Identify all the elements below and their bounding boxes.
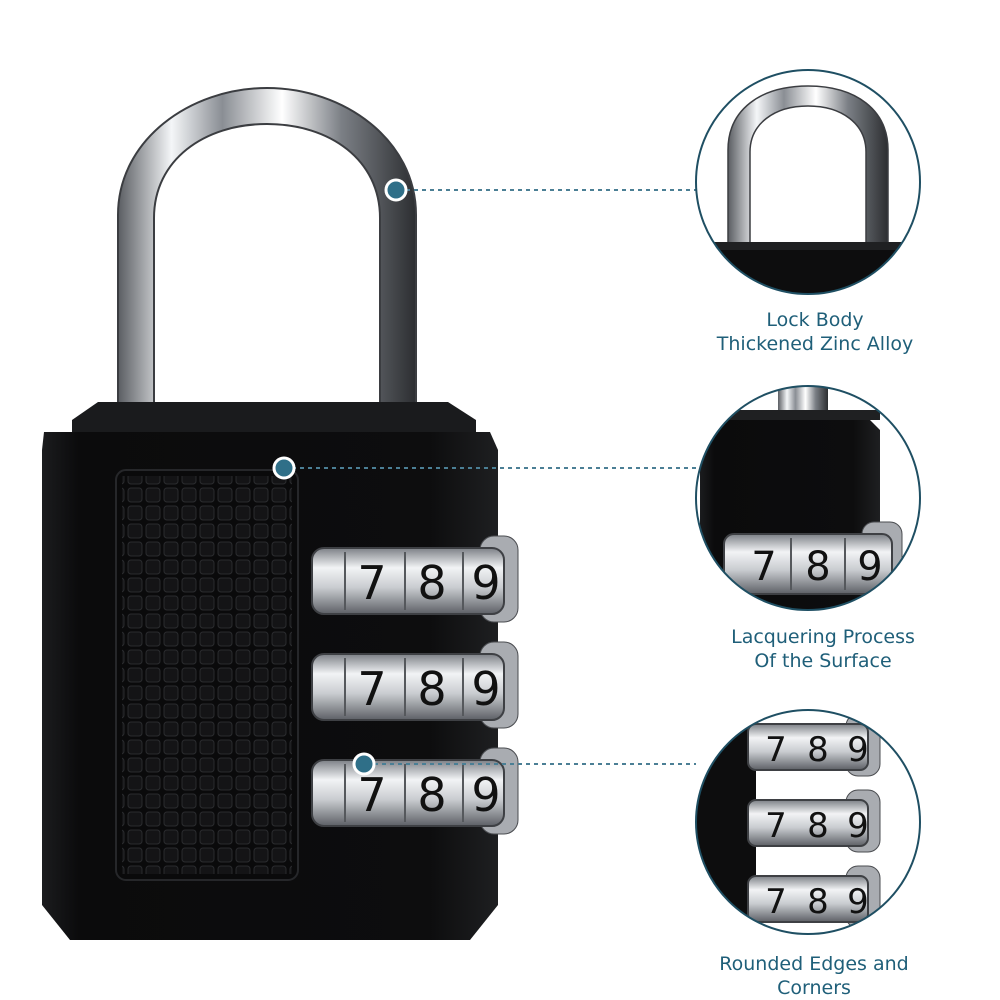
zoom3-row2-digit-2: 8 [807,806,829,846]
zoom3-row1-digit-2: 8 [807,730,829,770]
zoom3-row2-digit-1: 7 [765,806,787,846]
dial-row-1[interactable]: 7 8 9 [311,535,519,623]
marker-dot-2 [272,456,296,480]
dial-3-digit-2: 8 [417,768,446,822]
zoom3-row2-digit-3: 9 [847,806,869,846]
zoom3-row3-digit-2: 8 [807,882,829,922]
shackle [117,86,417,421]
dial-2-digit-3: 9 [471,662,500,716]
dial-1-digit-3: 9 [471,556,500,610]
caption-lock-body-line-2: Thickened Zinc Alloy [716,333,914,355]
dial-1-digit-2: 8 [417,556,446,610]
marker-dot-1 [384,178,408,202]
dial-3-digit-1: 7 [357,768,386,822]
caption-lacquering: Lacquering Process Of the Surface [683,625,963,673]
dial-2-digit-1: 7 [357,662,386,716]
zoom3-row1-digit-1: 7 [765,730,787,770]
caption-lacquering-line-2: Of the Surface [754,650,892,672]
zoom2-digit-3: 9 [857,544,882,590]
dial-row-3[interactable]: 7 8 9 [311,747,519,835]
zoom2-digit-2: 8 [805,544,830,590]
dial-3-digit-3: 9 [471,768,500,822]
dial-row-2[interactable]: 7 8 9 [311,641,519,729]
padlock: 7 8 9 7 8 9 7 8 9 [42,86,519,940]
zoom3-row1-digit-3: 9 [847,730,869,770]
callout-leaders [272,178,696,776]
zoom-circle-shackle [695,69,921,295]
zoom-circle-surface: 7 8 9 [695,385,921,611]
zoom-circle-edges: 7 8 9 7 8 9 7 8 9 [695,709,921,935]
zoom3-row3-digit-1: 7 [765,882,787,922]
caption-rounded-edges-line-1: Rounded Edges and [719,953,909,975]
zoom2-digit-1: 7 [751,544,776,590]
lock-body-top [72,402,476,440]
zoom3-row3-digit-3: 9 [847,882,869,922]
dial-1-digit-1: 7 [357,556,386,610]
caption-lock-body: Lock Body Thickened Zinc Alloy [675,308,955,356]
caption-rounded-edges: Rounded Edges and Corners [674,952,954,1000]
dial-2-digit-2: 8 [417,662,446,716]
marker-dot-3 [352,752,376,776]
caption-lock-body-line-1: Lock Body [766,309,864,331]
caption-lacquering-line-1: Lacquering Process [731,626,915,648]
caption-rounded-edges-line-2: Corners [777,977,851,999]
